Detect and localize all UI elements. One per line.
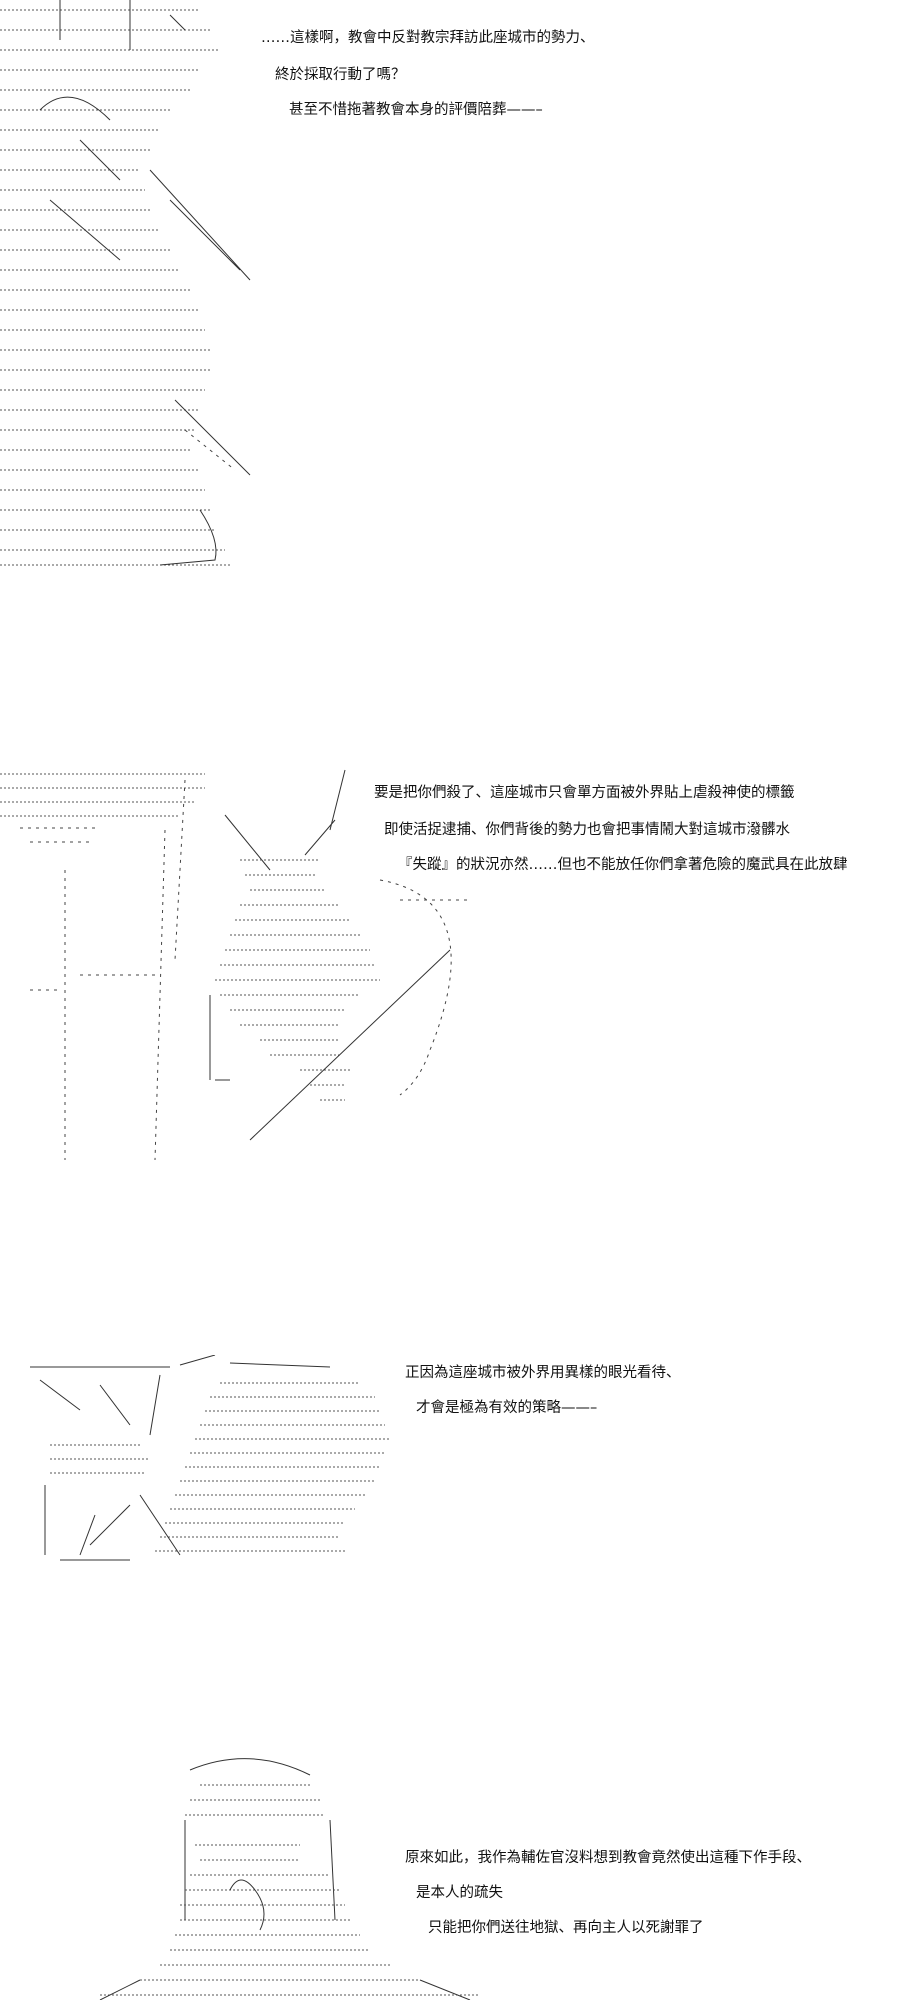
dialogue-2-line-2: 即使活捉逮捕、你們背後的勢力也會把事情鬧大對這城市潑髒水 [384,822,790,838]
figure-3-strokes [30,1355,390,1561]
dialogue-3-line-2: 才會是極為有效的策略——– [416,1400,598,1416]
ascii-art-figure-1 [0,0,260,580]
panel-2: 要是把你們殺了、這座城市只會單方面被外界貼上虐殺神使的標籤 即使活捉逮捕、你們背… [0,760,899,1180]
panel-4: 原來如此，我作為輔佐官沒料想到教會竟然使出這種下作手段、 是本人的疏失 只能把你… [0,1750,899,2000]
dialogue-3-line-1: 正因為這座城市被外界用異樣的眼光看待、 [405,1365,681,1381]
figure-1-strokes [0,0,251,566]
dialogue-4-line-1: 原來如此，我作為輔佐官沒料想到教會竟然使出這種下作手段、 [405,1850,811,1866]
panel-1: ……這樣啊，教會中反對教宗拜訪此座城市的勢力、 終於採取行動了嗎？ 甚至不惜拖著… [0,0,899,580]
ascii-art-figure-4 [0,1750,500,2000]
dialogue-4-line-2: 是本人的疏失 [416,1885,503,1901]
dialogue-2-line-1: 要是把你們殺了、這座城市只會單方面被外界貼上虐殺神使的標籤 [374,785,795,801]
figure-4-strokes [99,1758,480,2000]
ascii-art-figure-3 [0,1355,420,1585]
figure-2-strokes [0,769,470,1161]
dialogue-1-line-1: ……這樣啊，教會中反對教宗拜訪此座城市的勢力、 [261,30,595,46]
dialogue-2-line-3: 『失蹤』的狀況亦然……但也不能放任你們拿著危險的魔武具在此放肆 [398,857,848,873]
dialogue-1-line-2: 終於採取行動了嗎？ [275,67,406,83]
ascii-art-figure-2 [0,760,500,1180]
dialogue-4-line-3: 只能把你們送往地獄、再向主人以死謝罪了 [428,1920,704,1936]
panel-3: 正因為這座城市被外界用異樣的眼光看待、 才會是極為有效的策略——– [0,1355,899,1585]
dialogue-1-line-3: 甚至不惜拖著教會本身的評價陪葬——– [289,102,543,118]
